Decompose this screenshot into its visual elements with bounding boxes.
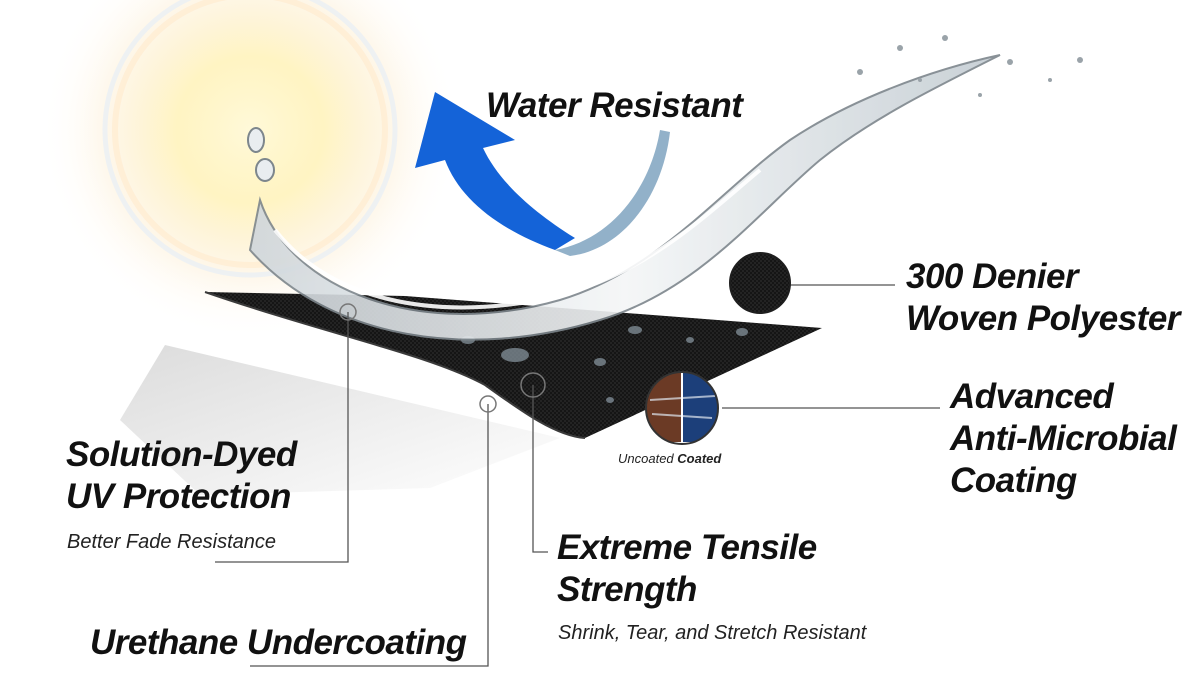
urethane-label: Urethane Undercoating [90, 623, 467, 662]
coating-inset-caption: Uncoated Coated [618, 451, 721, 466]
water-beads [461, 326, 748, 403]
water-splash-icon [247, 35, 1083, 341]
fabric-edge [204, 291, 586, 439]
sun-glow-icon [40, 0, 460, 340]
denier-label: 300 Denier Woven Polyester [906, 257, 1180, 338]
deflect-arrow-icon [415, 92, 670, 256]
fabric-sheet [205, 292, 822, 438]
uv-protection-label: Solution-Dyed UV Protection [66, 435, 297, 516]
leader-lines [215, 284, 940, 667]
tensile-strength-subtitle: Shrink, Tear, and Stretch Resistant [558, 622, 867, 644]
antimicrobial-label: Advanced Anti-Microbial Coating [950, 377, 1177, 500]
coating-inset [645, 371, 719, 445]
callout-markers [339, 303, 546, 413]
uncoated-caption: Uncoated [618, 451, 674, 466]
coated-caption: Coated [677, 451, 722, 466]
woven-swatch [729, 252, 791, 314]
fabric-shadow [120, 345, 560, 495]
uv-protection-subtitle: Better Fade Resistance [67, 531, 276, 553]
tensile-strength-label: Extreme Tensile Strength [557, 528, 817, 609]
water-resistant-label: Water Resistant [486, 86, 743, 125]
